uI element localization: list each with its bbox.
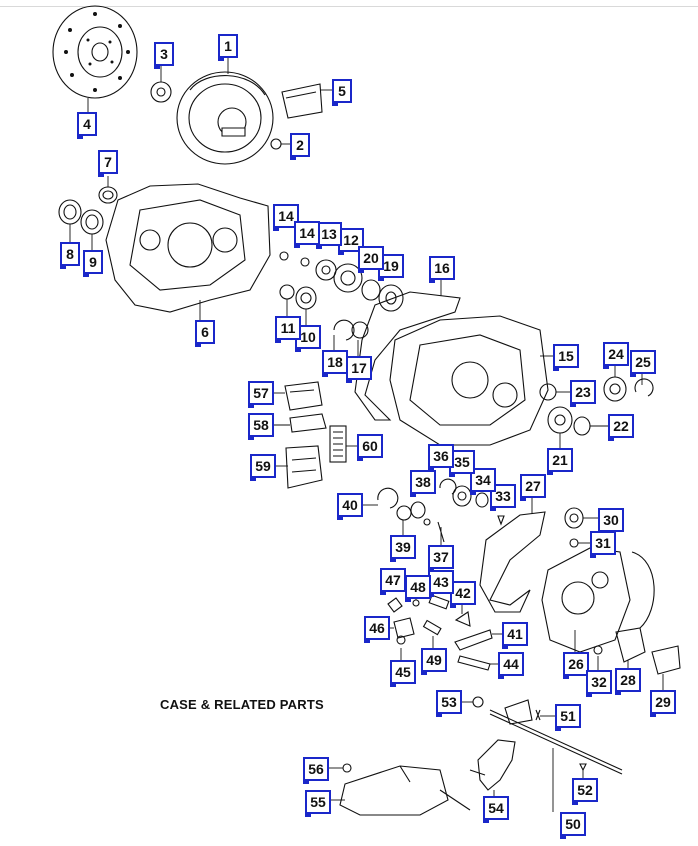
callout-27[interactable]: 27 [520, 474, 546, 501]
callout-47[interactable]: 47 [380, 568, 406, 595]
callout-31[interactable]: 31 [590, 531, 616, 558]
callout-12[interactable]: 12 [338, 228, 364, 255]
callout-32[interactable]: 32 [586, 670, 612, 697]
callout-49[interactable]: 49 [421, 648, 447, 675]
callout-5[interactable]: 5 [332, 79, 352, 106]
callout-18[interactable]: 18 [322, 350, 348, 377]
callout-50[interactable]: 50 [560, 812, 586, 839]
callout-34[interactable]: 34 [470, 468, 496, 495]
callout-24[interactable]: 24 [603, 342, 629, 369]
callout-25[interactable]: 25 [630, 350, 656, 377]
callout-33[interactable]: 33 [490, 484, 516, 511]
callout-40[interactable]: 40 [337, 493, 363, 520]
callout-38[interactable]: 38 [410, 470, 436, 497]
callout-53[interactable]: 53 [436, 690, 462, 717]
callout-56[interactable]: 56 [303, 757, 329, 784]
callout-3[interactable]: 3 [154, 42, 174, 69]
callout-43[interactable]: 43 [428, 570, 454, 597]
callout-54[interactable]: 54 [483, 796, 509, 823]
callout-52[interactable]: 52 [572, 778, 598, 805]
callout-55[interactable]: 55 [305, 790, 331, 817]
callout-30[interactable]: 30 [598, 508, 624, 535]
callout-51[interactable]: 51 [555, 704, 581, 731]
callout-11[interactable]: 11 [275, 316, 301, 343]
callout-44[interactable]: 44 [498, 652, 524, 679]
callout-15[interactable]: 15 [553, 344, 579, 371]
callout-22[interactable]: 22 [608, 414, 634, 441]
callout-39[interactable]: 39 [390, 535, 416, 562]
callout-57[interactable]: 57 [248, 381, 274, 408]
callout-58[interactable]: 58 [248, 413, 274, 440]
callout-45[interactable]: 45 [390, 660, 416, 687]
callout-1[interactable]: 1 [218, 34, 238, 61]
callout-9[interactable]: 9 [83, 250, 103, 277]
flex-plate-drawing [52, 5, 138, 99]
callout-48[interactable]: 48 [405, 575, 431, 602]
callout-28[interactable]: 28 [615, 668, 641, 695]
callout-59[interactable]: 59 [250, 454, 276, 481]
callout-14b[interactable]: 14 [294, 221, 320, 248]
torque-converter-drawing [176, 71, 274, 165]
callout-26[interactable]: 26 [563, 652, 589, 679]
callout-60[interactable]: 60 [357, 434, 383, 461]
callout-2[interactable]: 2 [290, 133, 310, 160]
callout-41[interactable]: 41 [502, 622, 528, 649]
callout-35[interactable]: 35 [449, 450, 475, 477]
callout-37[interactable]: 37 [428, 545, 454, 572]
top-divider [0, 6, 698, 7]
callout-16[interactable]: 16 [429, 256, 455, 283]
callout-36[interactable]: 36 [428, 444, 454, 471]
callout-8[interactable]: 8 [60, 242, 80, 269]
callout-46[interactable]: 46 [364, 616, 390, 643]
callout-21[interactable]: 21 [547, 448, 573, 475]
callout-4[interactable]: 4 [77, 112, 97, 139]
callout-7[interactable]: 7 [98, 150, 118, 177]
callout-13[interactable]: 13 [316, 222, 342, 249]
callout-6[interactable]: 6 [195, 320, 215, 347]
callout-29[interactable]: 29 [650, 690, 676, 717]
callout-23[interactable]: 23 [570, 380, 596, 407]
diagram-caption: CASE & RELATED PARTS [160, 697, 324, 712]
converter-housing-drawing [105, 183, 271, 313]
callout-17[interactable]: 17 [346, 356, 372, 383]
callout-20[interactable]: 20 [358, 246, 384, 273]
transmission-case-drawing [389, 315, 549, 446]
